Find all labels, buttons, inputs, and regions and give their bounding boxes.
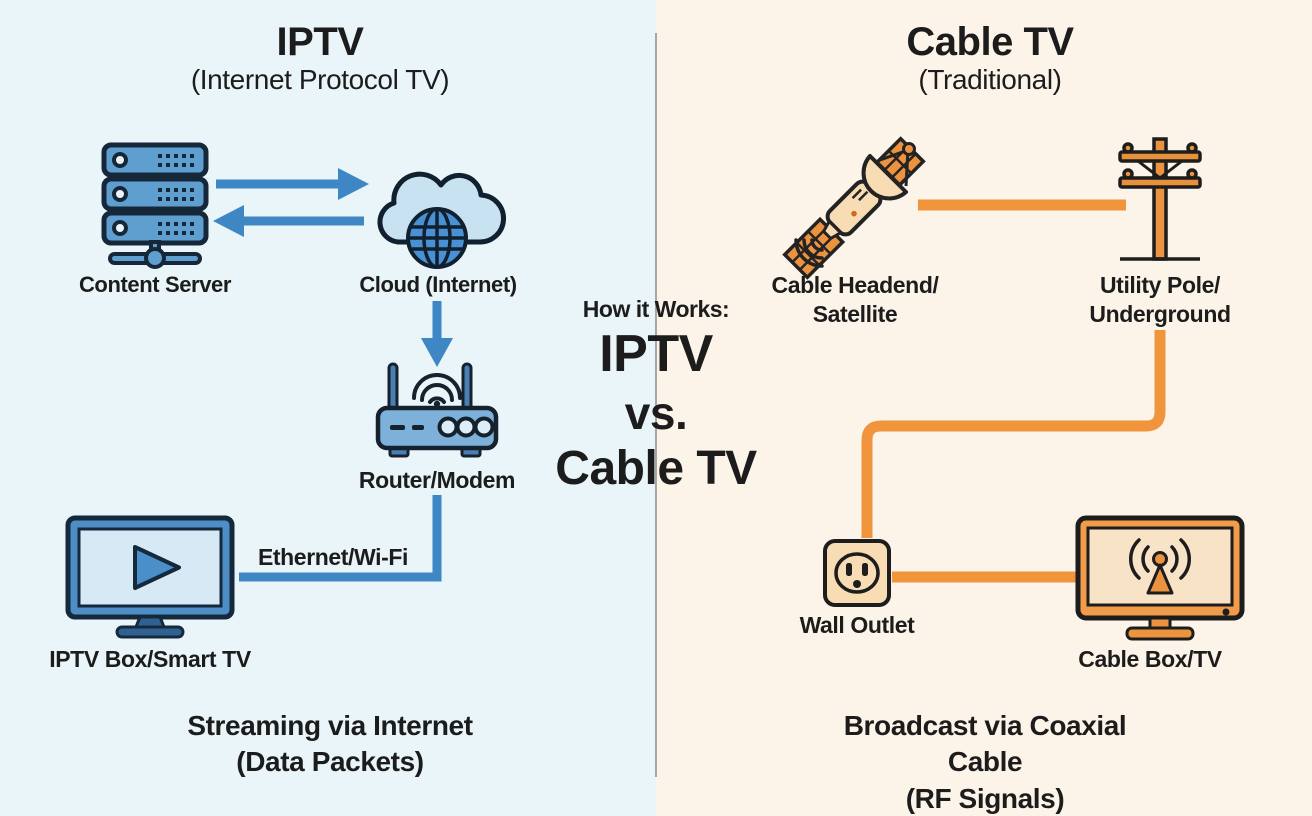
cabletv-caption: Broadcast via Coaxial Cable (RF Signals) — [843, 710, 1127, 814]
ethernet-wifi-label: Ethernet/Wi-Fi — [257, 544, 409, 570]
wall-outlet-label: Wall Outlet — [799, 612, 915, 638]
server-rack-icon — [100, 142, 210, 269]
cabletv-title: Cable TV — [906, 20, 1074, 64]
iptv-box-label: IPTV Box/Smart TV — [49, 646, 251, 672]
center-heading-block: How it Works: IPTV vs. Cable TV — [555, 294, 757, 496]
wifi-router-icon — [362, 362, 512, 460]
utility-pole-icon — [1110, 136, 1210, 266]
versus-iptv-label: IPTV — [599, 325, 713, 383]
wall-outlet-icon — [822, 538, 892, 608]
satellite-dish-icon — [782, 136, 932, 280]
iptv-subtitle: (Internet Protocol TV) — [190, 64, 450, 95]
cable-box-label: Cable Box/TV — [1078, 646, 1222, 672]
content-server-label: Content Server — [78, 272, 232, 297]
cloud-internet-globe-icon — [367, 145, 513, 272]
iptv-title: IPTV — [276, 20, 364, 64]
panel-divider-line — [655, 33, 657, 777]
cabletv-subtitle: (Traditional) — [918, 64, 1062, 95]
iptv-caption: Streaming via Internet (Data Packets) — [187, 710, 473, 778]
smart-tv-play-icon — [65, 515, 235, 640]
cable-tv-broadcast-icon — [1075, 515, 1245, 645]
cable-headend-label: Cable Headend/ Satellite — [771, 272, 939, 328]
how-it-works-label: How it Works: — [582, 296, 730, 322]
router-modem-label: Router/Modem — [358, 467, 516, 493]
cloud-internet-label: Cloud (Internet) — [359, 272, 517, 297]
utility-pole-label: Utility Pole/ Underground — [1089, 272, 1231, 328]
versus-cabletv-label: Cable TV — [555, 442, 757, 495]
versus-vs-label: vs. — [624, 387, 688, 439]
iptv-panel-background — [0, 0, 656, 816]
